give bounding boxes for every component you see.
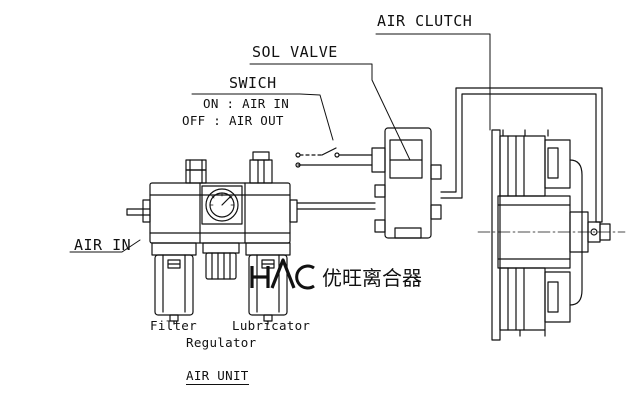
leader-lines <box>69 33 491 253</box>
switch-on-label: ON : AIR IN <box>203 96 290 111</box>
hac-logo <box>250 258 315 290</box>
air-clutch <box>477 129 626 341</box>
filter-label: Filter <box>150 318 197 333</box>
switch-symbol <box>295 147 373 168</box>
air-unit-label: AIR UNIT <box>186 368 249 385</box>
air-clutch-label: AIR CLUTCH <box>377 12 473 30</box>
air-line-unit-to-valve <box>296 202 376 210</box>
switch-off-label: OFF : AIR OUT <box>182 113 284 128</box>
sol-valve-label: SOL VALVE <box>252 43 338 61</box>
air-inlet-pipe <box>126 208 151 216</box>
company-name: 优旺离合器 <box>322 266 422 290</box>
swich-label: SWICH <box>229 74 277 92</box>
lubricator-label: Lubricator <box>232 318 311 333</box>
solenoid-valve <box>371 127 442 239</box>
air-line-valve-to-clutch <box>440 87 603 223</box>
regulator-label: Regulator <box>186 335 257 350</box>
air-in-label: AIR IN <box>74 236 132 254</box>
air-unit <box>142 151 298 325</box>
